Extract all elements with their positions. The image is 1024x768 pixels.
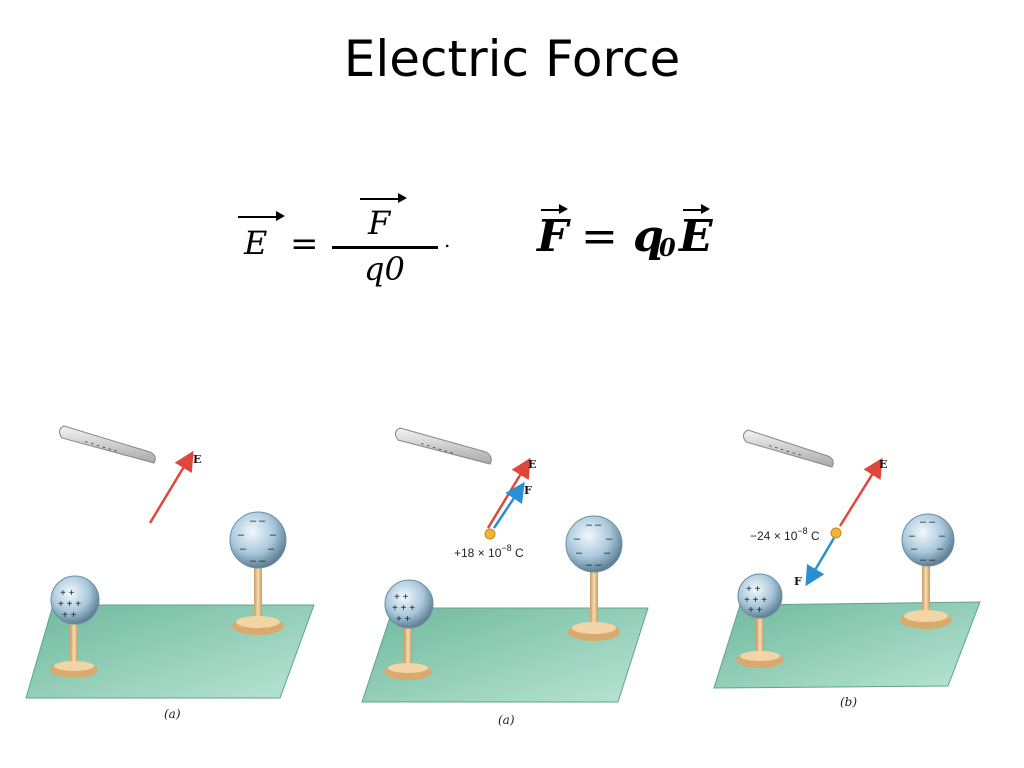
rod-icon: - - - - - - bbox=[742, 429, 834, 468]
svg-text:–: – bbox=[937, 543, 944, 555]
diagram-panel-2: - - - - - - E F +18 × 10−8 C + + + + + +… bbox=[358, 400, 698, 740]
vector-arrow-icon bbox=[541, 209, 561, 211]
field-symbol: E bbox=[244, 224, 268, 262]
test-charge bbox=[484, 528, 496, 540]
svg-text:–: – bbox=[268, 543, 275, 555]
vector-arrow-icon bbox=[238, 216, 278, 218]
arrowhead-icon bbox=[701, 204, 710, 214]
svg-text:– –: – – bbox=[586, 519, 602, 531]
svg-text:+ +: + + bbox=[60, 588, 75, 599]
force-equation: F = q 0 E bbox=[535, 195, 745, 275]
svg-text:– –: – – bbox=[920, 554, 936, 566]
svg-text:–: – bbox=[604, 547, 611, 559]
svg-text:–: – bbox=[939, 530, 946, 542]
negative-sphere: – – – – – – – – bbox=[229, 511, 287, 635]
field-arrow bbox=[838, 457, 883, 527]
rod-icon: - - - - - - bbox=[394, 427, 492, 465]
slide-title: Electric Force bbox=[343, 30, 681, 88]
arrowhead-icon bbox=[398, 193, 407, 203]
svg-text:– –: – – bbox=[250, 555, 266, 567]
svg-text:+ + +: + + + bbox=[744, 595, 767, 606]
charge-label: +18 × 10−8 C bbox=[454, 543, 524, 560]
test-charge bbox=[830, 527, 842, 539]
panel-caption: (a) bbox=[498, 713, 515, 727]
svg-text:–: – bbox=[270, 529, 277, 541]
svg-text:–: – bbox=[911, 543, 918, 555]
numerator-force: F bbox=[368, 204, 391, 242]
vector-arrow-icon bbox=[360, 198, 400, 200]
svg-text:–: – bbox=[238, 529, 245, 541]
force-arrow bbox=[805, 537, 836, 587]
panel-caption: (b) bbox=[840, 695, 857, 709]
charge-label: −24 × 10−8 C bbox=[750, 526, 820, 543]
svg-text:–: – bbox=[909, 530, 916, 542]
equals-sign: = bbox=[581, 211, 618, 262]
panel-caption: (a) bbox=[164, 707, 181, 721]
positive-sphere: + + + + + + + bbox=[384, 579, 434, 680]
rod-icon: - - - - - - bbox=[58, 425, 156, 464]
charge-subscript: 0 bbox=[659, 233, 676, 262]
field-arrow bbox=[486, 457, 531, 529]
field-arrow bbox=[148, 450, 194, 524]
field-definition-equation: E = F q0 . bbox=[236, 190, 466, 290]
svg-text:+ + +: + + + bbox=[58, 599, 81, 610]
fraction-bar bbox=[332, 246, 438, 249]
trailing-period: . bbox=[444, 228, 451, 252]
svg-text:–: – bbox=[576, 547, 583, 559]
diagram-panel-1: - - - - - - E + + + + + + + – – – – – – … bbox=[18, 400, 358, 740]
svg-text:–: – bbox=[574, 533, 581, 545]
svg-text:– –: – – bbox=[920, 516, 936, 528]
diagram-panel-3: - - - - - - E F −24 × 10−8 C + + + + + +… bbox=[676, 400, 1016, 740]
svg-text:+ +: + + bbox=[394, 592, 409, 603]
negative-sphere: – – – – – – – – bbox=[565, 515, 623, 641]
svg-text:+ + +: + + + bbox=[392, 603, 415, 614]
equals-sign: = bbox=[290, 224, 319, 264]
field-label: E bbox=[879, 458, 887, 471]
svg-text:–: – bbox=[606, 533, 613, 545]
charge-symbol: q bbox=[633, 211, 664, 262]
positive-sphere: + + + + + + + bbox=[50, 575, 100, 678]
arrowhead-icon bbox=[276, 211, 285, 221]
force-label: F bbox=[524, 484, 532, 497]
svg-text:+ +: + + bbox=[746, 584, 761, 595]
force-arrow bbox=[492, 481, 525, 529]
denominator-charge: q0 bbox=[364, 250, 405, 288]
field-label: E bbox=[528, 458, 536, 471]
negative-sphere: – – – – – – – – bbox=[900, 513, 955, 629]
vector-arrow-icon bbox=[683, 209, 703, 211]
force-symbol: F bbox=[537, 211, 569, 262]
svg-text:– –: – – bbox=[250, 515, 266, 527]
field-symbol: E bbox=[679, 211, 713, 262]
force-label: F bbox=[794, 575, 802, 588]
svg-text:– –: – – bbox=[586, 559, 602, 571]
field-label: E bbox=[193, 453, 201, 466]
positive-sphere: + + + + + + + bbox=[736, 573, 784, 668]
svg-text:+ +: + + bbox=[396, 614, 411, 625]
svg-text:+ +: + + bbox=[748, 605, 763, 616]
svg-text:+ +: + + bbox=[62, 610, 77, 621]
arrowhead-icon bbox=[559, 204, 568, 214]
svg-text:–: – bbox=[240, 543, 247, 555]
